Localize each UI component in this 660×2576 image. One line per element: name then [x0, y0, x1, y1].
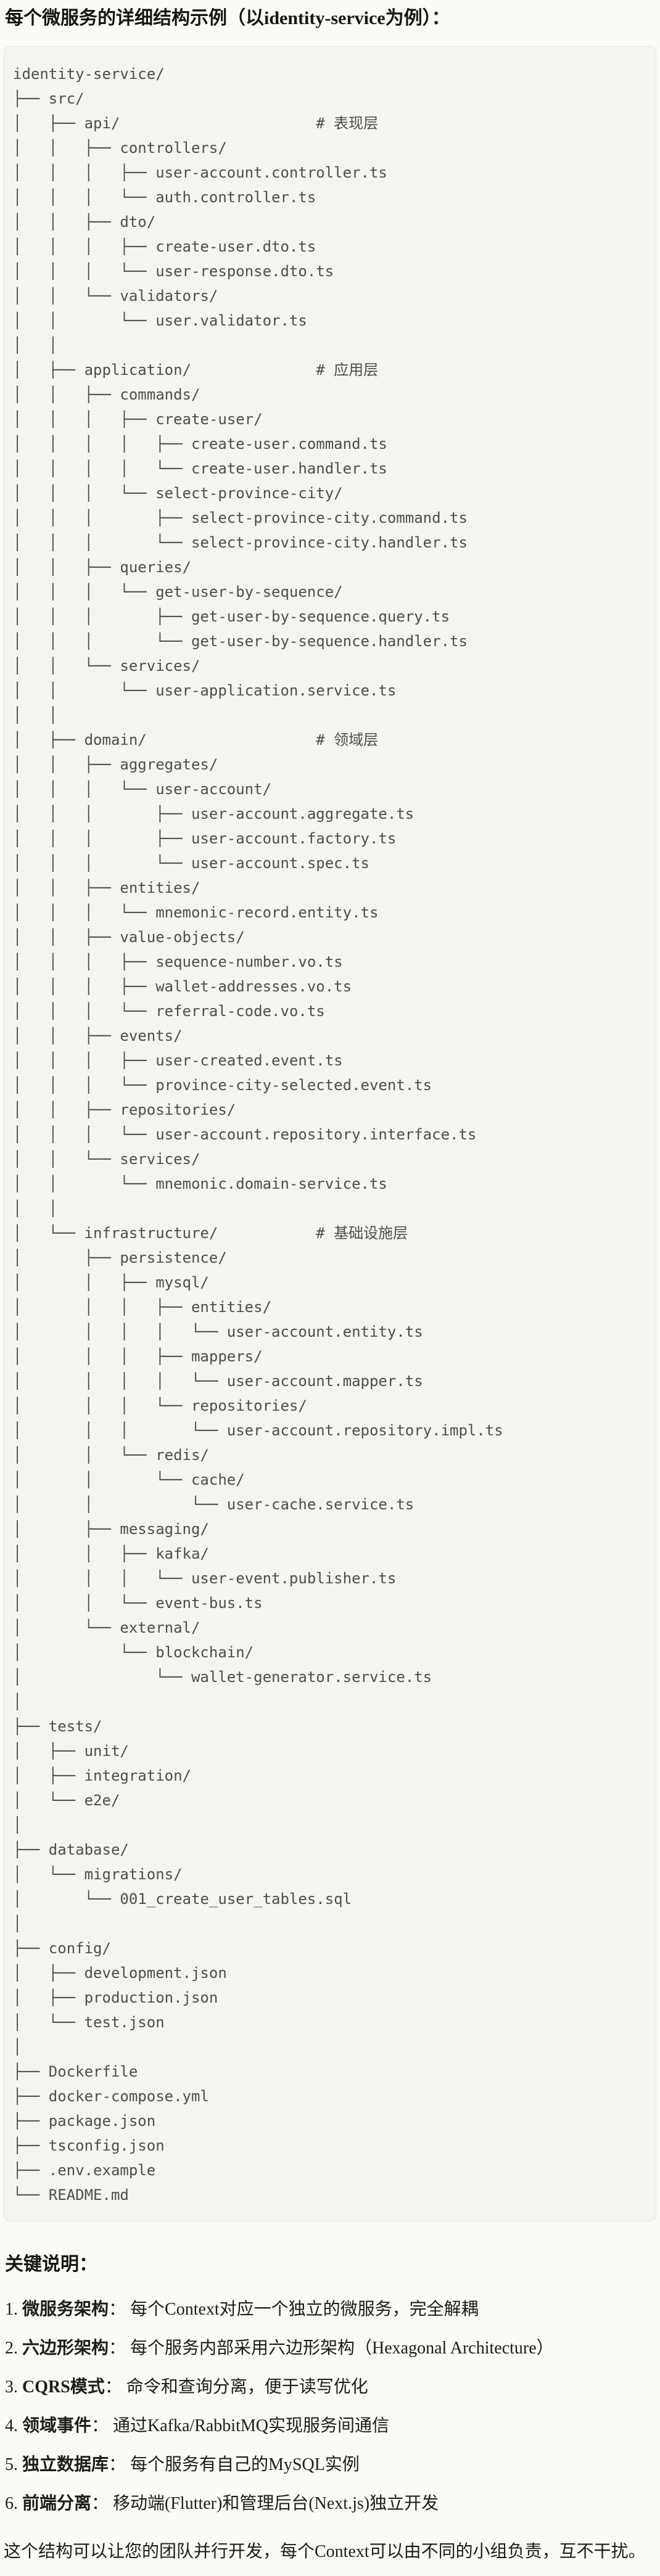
- note-term: 领域事件: [22, 2416, 92, 2435]
- note-item: 1.微服务架构： 每个Context对应一个独立的微服务，完全解耦: [5, 2298, 656, 2321]
- note-desc: ： 通过Kafka/RabbitMQ实现服务间通信: [91, 2416, 389, 2435]
- note-desc: ： 每个服务有自己的MySQL实例: [109, 2455, 360, 2474]
- note-number: 6.: [5, 2494, 18, 2513]
- note-term: CQRS模式: [22, 2377, 105, 2397]
- note-term: 六边形架构: [22, 2339, 109, 2358]
- note-desc: ： 每个服务内部采用六边形架构（Hexagonal Architecture）: [109, 2339, 554, 2358]
- note-item: 3.CQRS模式： 命令和查询分离，便于读写优化: [5, 2376, 656, 2399]
- note-number: 3.: [5, 2377, 18, 2397]
- note-item: 5.独立数据库： 每个服务有自己的MySQL实例: [5, 2453, 656, 2477]
- note-term: 独立数据库: [22, 2455, 109, 2474]
- note-number: 2.: [5, 2339, 18, 2358]
- note-item: 2.六边形架构： 每个服务内部采用六边形架构（Hexagonal Archite…: [5, 2337, 656, 2360]
- note-term: 前端分离: [22, 2494, 92, 2513]
- page-title: 每个微服务的详细结构示例（以identity-service为例）：: [5, 8, 450, 28]
- note-item: 6.前端分离： 移动端(Flutter)和管理后台(Next.js)独立开发: [5, 2492, 656, 2516]
- note-desc: ： 命令和查询分离，便于读写优化: [104, 2377, 368, 2397]
- summary-paragraph: 这个结构可以让您的团队并行开发，每个Context可以由不同的小组负责，互不干扰…: [4, 2542, 646, 2561]
- note-number: 1.: [5, 2300, 18, 2319]
- note-item: 4.领域事件： 通过Kafka/RabbitMQ实现服务间通信: [5, 2414, 656, 2438]
- notes-list: 1.微服务架构： 每个Context对应一个独立的微服务，完全解耦 2.六边形架…: [4, 2298, 656, 2516]
- note-term: 微服务架构: [22, 2300, 109, 2319]
- file-tree-block: identity-service/ ├── src/ │ ├── api/ # …: [4, 46, 656, 2221]
- file-tree-text: identity-service/ ├── src/ │ ├── api/ # …: [13, 65, 503, 2204]
- note-number: 5.: [5, 2455, 18, 2474]
- notes-heading: 关键说明：: [5, 2254, 97, 2275]
- note-number: 4.: [5, 2416, 18, 2435]
- note-desc: ： 移动端(Flutter)和管理后台(Next.js)独立开发: [91, 2494, 439, 2513]
- note-desc: ： 每个Context对应一个独立的微服务，完全解耦: [109, 2300, 479, 2319]
